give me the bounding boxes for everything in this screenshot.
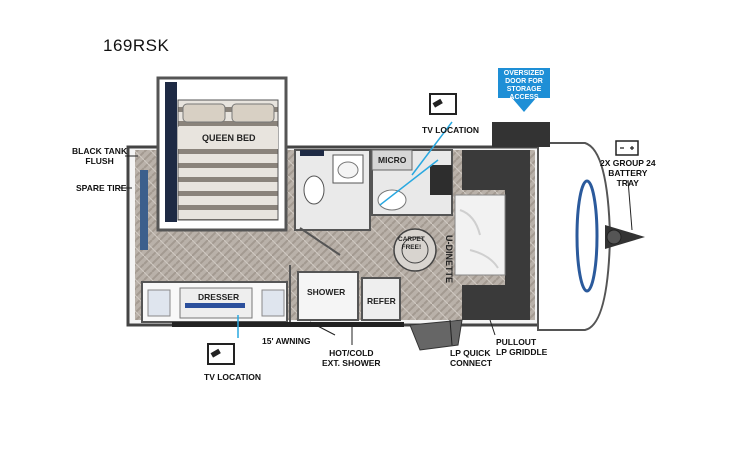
queen-bed-label: QUEEN BED bbox=[202, 133, 256, 143]
rear-window bbox=[140, 170, 148, 250]
awning bbox=[172, 322, 404, 327]
dresser-area bbox=[141, 281, 288, 323]
storage-door bbox=[492, 122, 550, 147]
shower-stall bbox=[297, 271, 359, 321]
bed-slide bbox=[156, 76, 288, 232]
leader-lines bbox=[120, 155, 633, 346]
refer-label: REFER bbox=[367, 296, 396, 306]
carpet-free-badge bbox=[393, 228, 437, 272]
entry-steps bbox=[409, 319, 463, 351]
spare-tire-label: SPARE TIRE bbox=[76, 183, 127, 193]
awning-label: 15' AWNING bbox=[262, 336, 311, 346]
kitchen bbox=[371, 149, 453, 216]
shower-label: SHOWER bbox=[307, 287, 346, 297]
callout-lines bbox=[237, 121, 453, 338]
interior-walls bbox=[289, 227, 341, 322]
refrigerator bbox=[361, 277, 401, 321]
storage-door-callout-text: OVERSIZED DOOR FOR STORAGE ACCESS bbox=[503, 70, 545, 101]
bathroom bbox=[294, 149, 371, 231]
carpet-free-label: CARPET FREE! bbox=[398, 236, 425, 251]
dresser-label: DRESSER bbox=[198, 292, 240, 302]
tv-icon-top bbox=[429, 93, 457, 115]
hitch-icon bbox=[606, 229, 622, 245]
u-dinette-label: U-DINETTE bbox=[444, 235, 454, 283]
lp-quick-connect-label: LP QUICK CONNECT bbox=[450, 348, 493, 368]
battery-icon bbox=[615, 140, 639, 156]
tv-icon-bottom bbox=[207, 343, 235, 365]
outdoor-shower-label: HOT/COLD EXT. SHOWER bbox=[322, 348, 381, 368]
micro-label: MICRO bbox=[378, 155, 407, 165]
tv-location-top-label: TV LOCATION bbox=[422, 125, 479, 135]
storage-door-callout-arrow bbox=[498, 68, 550, 112]
model-name: 169RSK bbox=[103, 36, 170, 55]
u-dinette bbox=[454, 150, 530, 320]
tv-location-bottom-label: TV LOCATION bbox=[204, 372, 261, 382]
front-cap-logo bbox=[575, 179, 599, 293]
battery-tray-label: 2X GROUP 24 BATTERY TRAY bbox=[600, 158, 656, 188]
black-tank-flush-label: BLACK TANK FLUSH bbox=[72, 146, 128, 166]
pullout-griddle-label: PULLOUT LP GRIDDLE bbox=[496, 337, 548, 357]
